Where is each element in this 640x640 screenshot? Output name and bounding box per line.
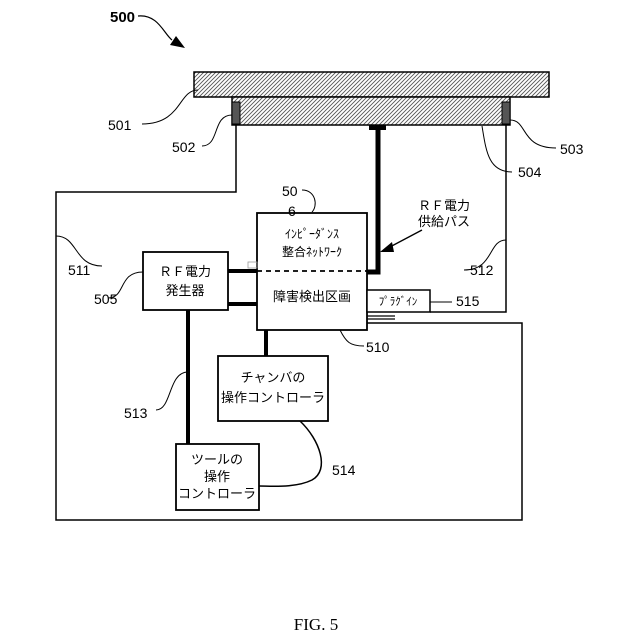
rf-feed-path-label-2: 供給パス [418, 215, 470, 230]
rf-generator-label-2: 発生器 [165, 284, 204, 299]
label-505: 505 [94, 291, 118, 307]
rf-feed-arrow-line [388, 230, 422, 248]
inner-plate [232, 97, 510, 125]
figure-number-arrowhead [170, 36, 185, 48]
label-506-top: 50 [282, 183, 298, 199]
label-501: 501 [108, 117, 132, 133]
rf-feed-path-label-1: ＲＦ電力 [418, 199, 470, 214]
label-512: 512 [470, 262, 494, 278]
leader-502 [202, 115, 232, 146]
tool-controller-label-1: ツールの [191, 453, 243, 468]
detection-unit-label: 障害検出区画 [273, 289, 351, 305]
label-504: 504 [518, 164, 542, 180]
leader-513 [156, 372, 188, 410]
tool-controller-label-2: 操作 [204, 469, 230, 485]
left-seal [232, 102, 240, 124]
top-plate [194, 72, 549, 97]
rf-generator-label-1: ＲＦ電力 [159, 265, 211, 280]
leader-506 [302, 190, 315, 212]
rf-feed-path [367, 128, 378, 272]
figure-number-arrow [138, 16, 172, 40]
leader-510 [340, 330, 364, 346]
chamber-controller-box [218, 356, 328, 421]
label-502: 502 [172, 139, 196, 155]
plugin-label: ﾌﾟﾗｸﾞｲﾝ [379, 295, 418, 308]
label-511: 511 [68, 262, 91, 278]
chamber-controller-label-2: 操作コントローラ [221, 390, 325, 406]
rf-generator-box [143, 252, 228, 310]
label-503: 503 [560, 141, 584, 157]
tool-controller-label-3: コントローラ [178, 487, 256, 502]
matching-network-label-2: 整合ﾈｯﾄﾜｰｸ [282, 244, 342, 259]
leader-501 [142, 90, 198, 124]
label-510: 510 [366, 339, 390, 355]
chamber-to-tool-link [259, 421, 321, 486]
label-515: 515 [456, 293, 480, 309]
figure-caption: FIG. 5 [294, 615, 338, 634]
rf-feed-arrowhead [380, 242, 394, 252]
leader-504 [482, 126, 512, 172]
figure-number: 500 [110, 9, 135, 26]
matching-network-label-1: ｲﾝﾋﾟｰﾀﾞﾝｽ [285, 227, 339, 241]
label-514: 514 [332, 462, 356, 478]
chamber-controller-label-1: チャンバの [241, 371, 306, 386]
label-506-bottom: 6 [288, 203, 296, 219]
connector-stub [248, 262, 257, 268]
label-513: 513 [124, 405, 148, 421]
leader-503 [510, 120, 556, 148]
right-seal [502, 102, 510, 124]
